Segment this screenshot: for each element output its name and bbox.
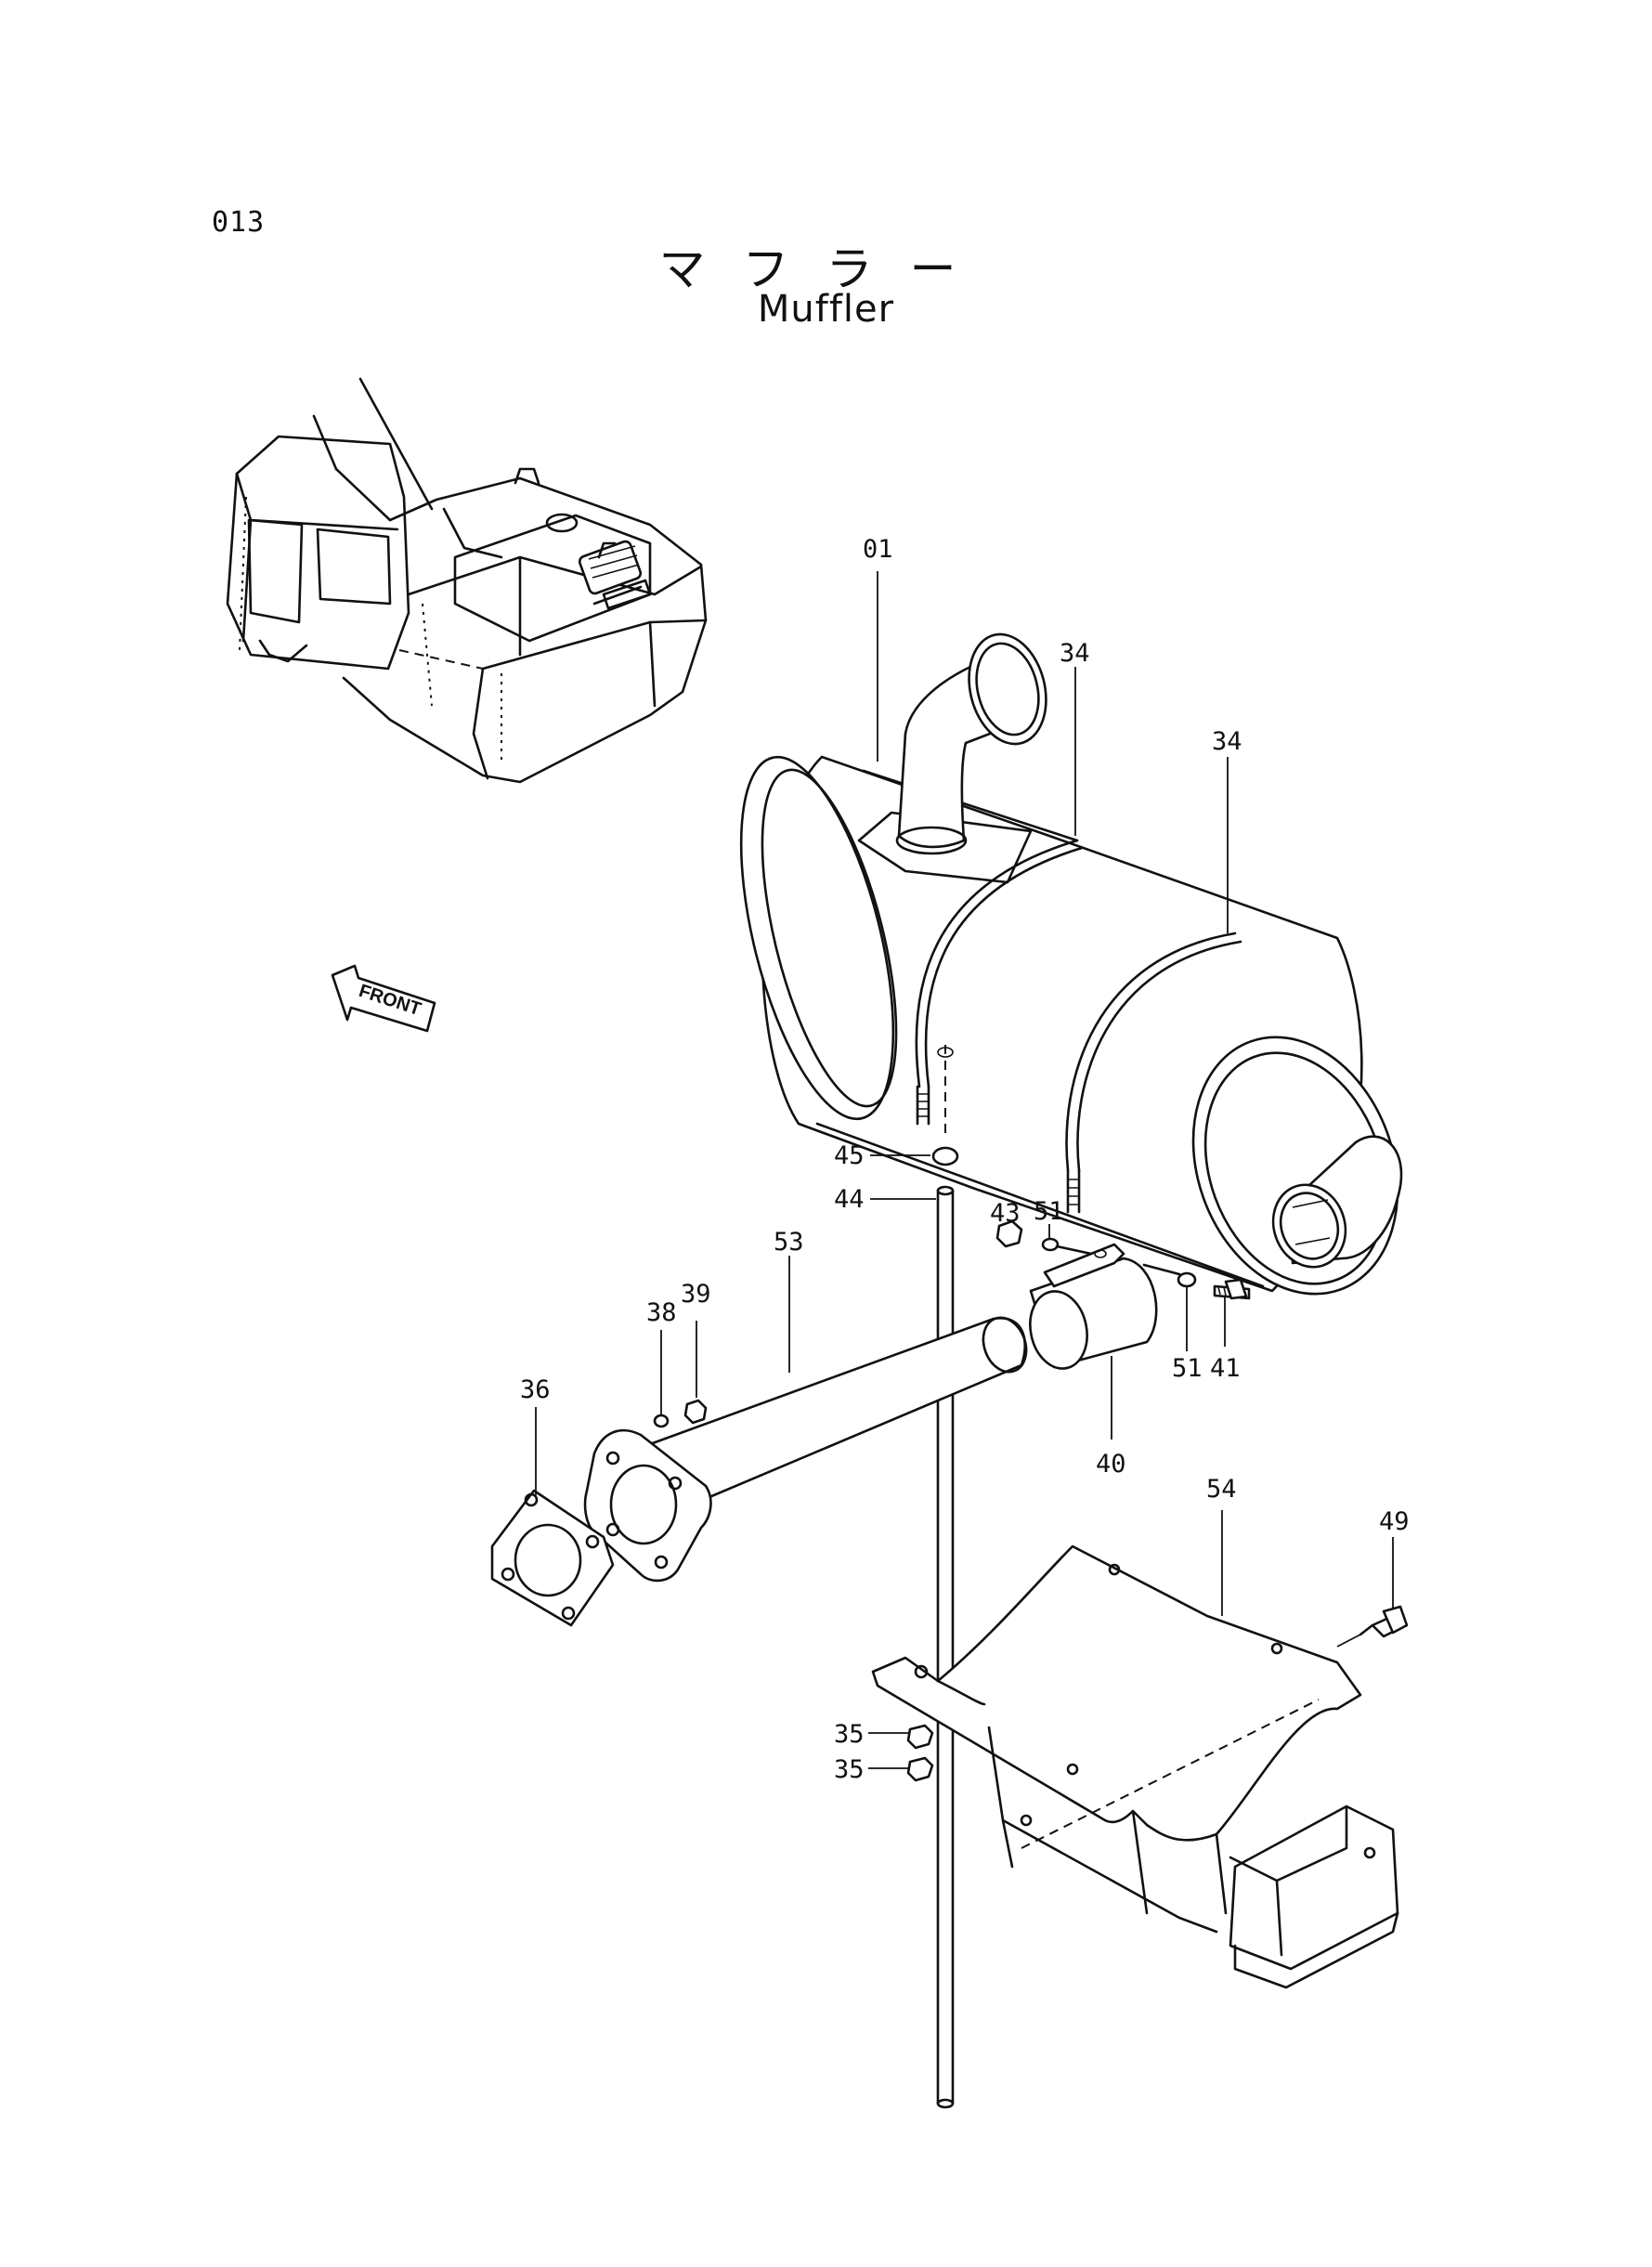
leader-lines — [535, 571, 1229, 1769]
muffler-body — [739, 632, 1403, 1296]
callout-labels: 01 34 34 45 44 43 51 51 41 40 53 39 38 3… — [520, 535, 1410, 1784]
callout-38: 38 — [646, 1298, 677, 1327]
pipe-clamp — [1029, 1243, 1158, 1370]
callout-45: 45 — [834, 1141, 865, 1170]
gasket — [490, 1489, 615, 1627]
nuts-35 — [906, 1724, 934, 1782]
callout-51a: 51 — [1034, 1197, 1064, 1226]
title-japanese: マフラー — [658, 242, 994, 296]
bolt-49 — [1336, 1605, 1409, 1648]
callout-53: 53 — [774, 1228, 804, 1257]
front-direction-arrow: FRONT — [331, 964, 436, 1033]
callout-41: 41 — [1210, 1354, 1241, 1383]
callout-36: 36 — [520, 1375, 551, 1404]
callout-35a: 35 — [834, 1720, 865, 1749]
callout-34a: 34 — [1060, 639, 1090, 668]
muffler-bracket — [871, 1544, 1399, 1989]
callout-49: 49 — [1379, 1507, 1410, 1536]
callout-01: 01 — [863, 535, 893, 564]
exhaust-pipe — [583, 1316, 1028, 1583]
page-code: 013 — [212, 206, 266, 239]
title-english: Muffler — [757, 288, 895, 331]
excavator-locator-sketch — [226, 377, 708, 784]
flange-hardware — [653, 1399, 708, 1428]
u-bolt-left — [915, 839, 1084, 1126]
callout-43: 43 — [990, 1199, 1021, 1228]
u-bolt-right — [1065, 932, 1242, 1214]
callout-44: 44 — [834, 1185, 865, 1214]
callout-34b: 34 — [1212, 727, 1242, 756]
callout-35b: 35 — [834, 1755, 865, 1784]
callout-51b: 51 — [1172, 1354, 1203, 1383]
callout-40: 40 — [1096, 1450, 1126, 1479]
callout-39: 39 — [681, 1280, 711, 1309]
callout-54: 54 — [1206, 1475, 1237, 1504]
stay-rod — [931, 1045, 959, 2109]
